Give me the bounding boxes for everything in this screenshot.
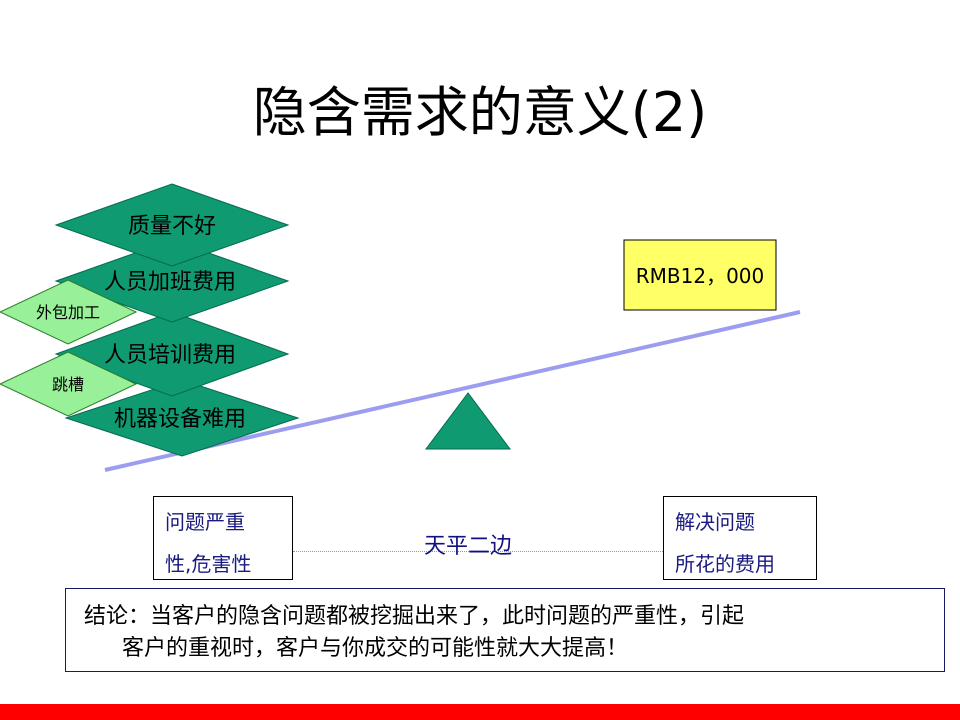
problem-severity-box: 问题严重 性,危害性 — [153, 496, 293, 580]
diamond-machine-equipment: 机器设备难用 — [64, 379, 300, 457]
tag-outsourcing: 外包加工 — [0, 279, 138, 345]
problem-severity-line1: 问题严重 — [165, 510, 245, 534]
fulcrum-triangle — [425, 392, 511, 450]
conclusion-box: 结论：当客户的隐含问题都被挖掘出来了，此时问题的严重性，引起 客户的重视时，客户… — [65, 588, 945, 672]
tag-job-hopping: 跳槽 — [0, 351, 138, 417]
problem-severity-line2: 性,危害性 — [165, 552, 252, 576]
tag-label: 外包加工 — [36, 303, 100, 322]
balance-connector-line — [293, 551, 663, 552]
solution-cost-box: 解决问题 所花的费用 — [663, 496, 817, 580]
footer-bar — [0, 704, 960, 720]
diamond-poor-quality: 质量不好 — [54, 183, 290, 267]
conclusion-line1: 结论：当客户的隐含问题都被挖掘出来了，此时问题的严重性，引起 — [84, 604, 745, 629]
solution-cost-line2: 所花的费用 — [675, 552, 775, 576]
price-label: RMB12，000 — [636, 264, 765, 288]
price-box: RMB12，000 — [623, 239, 777, 311]
conclusion-line2: 客户的重视时，客户与你成交的可能性就大大提高！ — [122, 636, 629, 661]
diamond-label: 人员培训费用 — [104, 343, 236, 368]
balance-label: 天平二边 — [424, 534, 513, 559]
page-title: 隐含需求的意义(2) — [252, 81, 708, 144]
diamond-label: 机器设备难用 — [114, 407, 246, 432]
diamond-label: 人员加班费用 — [104, 270, 236, 295]
diamond-label: 质量不好 — [128, 214, 216, 239]
tag-label: 跳槽 — [52, 375, 84, 394]
solution-cost-line1: 解决问题 — [675, 510, 755, 534]
